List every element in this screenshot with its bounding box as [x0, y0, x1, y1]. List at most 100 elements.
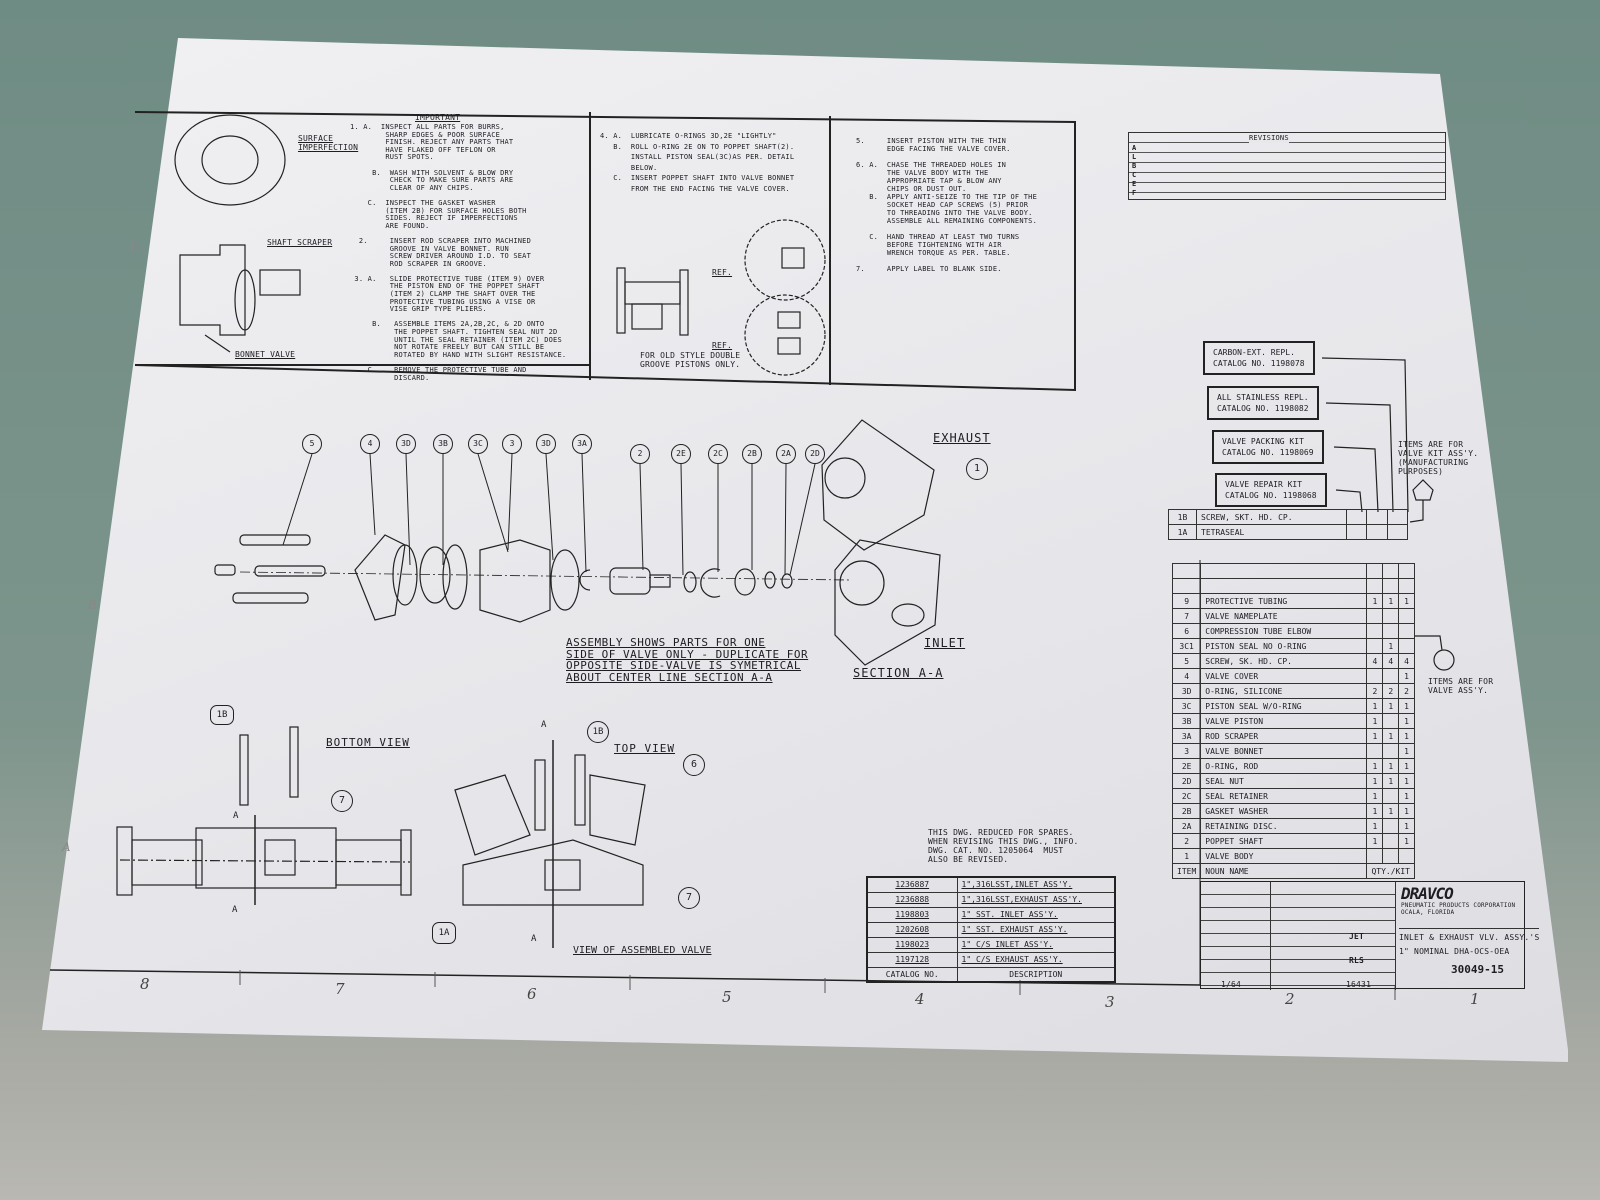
- balloon-1b-top: 1B: [587, 721, 609, 743]
- balloon-1a: 1A: [432, 922, 456, 944]
- qty-cell: 1: [1398, 803, 1415, 819]
- qty-cell: [1382, 833, 1400, 849]
- item-name: VALVE PISTON: [1200, 713, 1368, 729]
- item-number: 3C1: [1171, 638, 1202, 654]
- item-name: GASKET WASHER: [1200, 803, 1368, 819]
- qty-cell: [1345, 524, 1368, 540]
- leader-line: [507, 453, 513, 551]
- item-number: 1: [1171, 848, 1202, 864]
- qty-cell: [1382, 848, 1400, 864]
- item-number: 2C: [1171, 788, 1202, 804]
- item-number: 3C: [1171, 698, 1202, 714]
- qty-cell: [1386, 524, 1409, 540]
- company-name: PNEUMATIC PRODUCTS CORPORATION OCALA, FL…: [1401, 902, 1516, 916]
- qty-cell: 1: [1398, 728, 1415, 744]
- qty-cell: [1398, 848, 1415, 864]
- approved-by: JET: [1349, 932, 1365, 941]
- qty-cell: 4: [1366, 653, 1384, 669]
- qty-cell: 1: [1382, 803, 1400, 819]
- balloon-1b-bottom: 1B: [210, 705, 234, 725]
- qty-cell: 1: [1398, 593, 1415, 609]
- drawing-number: 30049-15: [1451, 963, 1504, 976]
- qty-cell: 4: [1398, 653, 1415, 669]
- header-description: DESCRIPTION: [956, 966, 1116, 983]
- leader-line: [784, 463, 787, 576]
- assembly-steps-1-3: 1. A. INSPECT ALL PARTS FOR BURRS, SHARP…: [350, 123, 567, 382]
- item-name: PISTON SEAL W/O-RING: [1200, 698, 1368, 714]
- item-number: 3A: [1171, 728, 1202, 744]
- blank-row: [1171, 578, 1415, 594]
- balloon-part-5: 5: [302, 434, 322, 454]
- qty-cell: [1382, 743, 1400, 759]
- border-zone-number: 2: [1285, 990, 1295, 1008]
- qty-cell: [1382, 608, 1400, 624]
- revision-letter: E: [1132, 180, 1137, 188]
- qty-cell: [1366, 848, 1384, 864]
- item-name: PISTON SEAL NO O-RING: [1200, 638, 1368, 654]
- bottom-view-label: BOTTOM VIEW: [326, 736, 410, 749]
- leader-line: [581, 453, 587, 573]
- table-header-row: CATALOG NO.DESCRIPTION: [866, 966, 1116, 983]
- header-qty-kit: QTY./KIT: [1366, 863, 1415, 879]
- qty-cell: 1: [1382, 638, 1400, 654]
- qty-cell: [1382, 788, 1400, 804]
- old-style-piston-note: FOR OLD STYLE DOUBLE GROOVE PISTONS ONLY…: [640, 351, 741, 369]
- ref-2-label: REF.: [712, 341, 733, 350]
- item-number: 2D: [1171, 773, 1202, 789]
- kit-name: VALVE REPAIR KIT: [1225, 480, 1303, 489]
- ca-number: 16431: [1346, 980, 1372, 989]
- section-mark-a: A: [531, 934, 537, 944]
- qty-cell: 1: [1366, 788, 1384, 804]
- released-by: RLS: [1349, 956, 1365, 965]
- leader-line: [405, 453, 411, 566]
- balloon-part-2: 2: [630, 444, 650, 464]
- surface-imperfection-label: SURFACE IMPERFECTION: [298, 134, 359, 152]
- balloon-part-2d: 2D: [805, 444, 825, 464]
- qty-cell: 1: [1382, 593, 1400, 609]
- balloon-part-2a: 2A: [776, 444, 796, 464]
- item-name: COMPRESSION TUBE ELBOW: [1200, 623, 1368, 639]
- border-zone-number: 8: [140, 975, 150, 993]
- border-zone-number: 5: [722, 988, 732, 1006]
- shaft-scraper-label: SHAFT SCRAPER: [267, 238, 333, 247]
- qty-cell: [1366, 509, 1388, 525]
- balloon-7-top: 7: [678, 887, 700, 909]
- header-item: ITEM: [1171, 863, 1202, 879]
- catalog-number: 1202608: [866, 921, 958, 938]
- catalog-number: 1236887: [866, 876, 958, 893]
- bonnet-valve-label: BONNET VALVE: [235, 350, 296, 359]
- blank-row: [1171, 563, 1415, 579]
- item-number: 2: [1171, 833, 1202, 849]
- qty-cell: [1366, 668, 1384, 684]
- qty-cell: 1: [1366, 833, 1384, 849]
- qty-cell: 1: [1382, 698, 1400, 714]
- kit-name: CARBON-EXT. REPL.: [1213, 348, 1295, 357]
- catalog-description: 1",316LSST,EXHAUST ASS'Y.: [956, 891, 1116, 908]
- qty-cell: 1: [1366, 818, 1384, 834]
- catalog-number: 1236888: [866, 891, 958, 908]
- qty-cell: 1: [1382, 728, 1400, 744]
- blank-cell: [1200, 563, 1368, 579]
- border-zone-number: 4: [915, 990, 925, 1008]
- border-zone-number: 1: [1470, 990, 1480, 1008]
- kit-catalog-number: CATALOG NO. 1198069: [1222, 448, 1314, 457]
- catalog-number: 1198803: [866, 906, 958, 923]
- qty-cell: 1: [1398, 713, 1415, 729]
- assembly-step-4: 4. A. LUBRICATE O-RINGS 3D,2E "LIGHTLY" …: [600, 132, 795, 193]
- item-name: PROTECTIVE TUBING: [1200, 593, 1368, 609]
